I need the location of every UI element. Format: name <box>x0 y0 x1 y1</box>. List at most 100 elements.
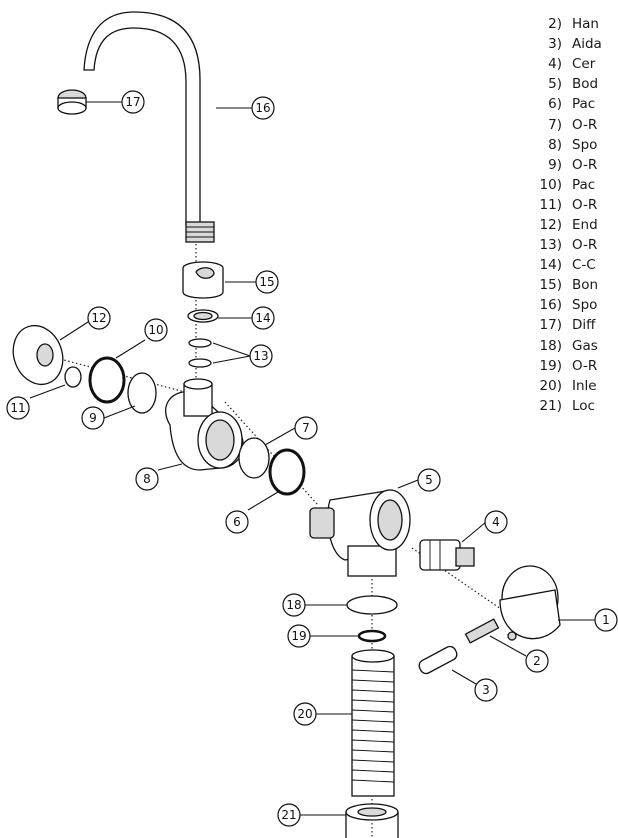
legend-number: 5) <box>548 76 562 93</box>
svg-text:9: 9 <box>89 411 97 425</box>
legend-row: 8) Spo <box>538 135 618 155</box>
callout-17: 17 <box>121 90 145 114</box>
legend-part-name: Han <box>572 16 599 33</box>
svg-text:18: 18 <box>286 598 301 612</box>
legend-part-name: Diff <box>572 317 596 334</box>
legend-row: 16) Spo <box>538 295 618 315</box>
o-ring-9 <box>127 372 157 414</box>
legend-part-name: O-R <box>572 156 598 173</box>
callout-4: 4 <box>484 510 508 534</box>
legend-number: 11) <box>539 196 562 213</box>
legend-number: 2) <box>548 16 562 33</box>
gasket-part <box>346 595 398 615</box>
legend-row: 5) Bod <box>538 74 618 94</box>
legend-part-name: Spo <box>572 297 598 314</box>
legend-part-name: C-C <box>572 257 596 274</box>
legend-row: 6)Pac <box>538 94 618 114</box>
o-ring-19 <box>357 629 387 643</box>
legend-part-name: Cer <box>572 56 596 73</box>
legend-row: 3) Aida <box>538 34 618 54</box>
o-ring-11 <box>64 366 82 388</box>
handle-part <box>499 565 561 641</box>
svg-text:13: 13 <box>253 349 268 363</box>
svg-text:4: 4 <box>492 515 500 529</box>
svg-text:10: 10 <box>148 323 163 337</box>
svg-text:7: 7 <box>302 421 310 435</box>
svg-text:2: 2 <box>533 654 541 668</box>
callout-6: 6 <box>225 510 249 534</box>
legend-number: 3) <box>548 36 562 53</box>
svg-text:21: 21 <box>281 808 296 822</box>
callout-16: 16 <box>251 96 275 120</box>
callout-3: 3 <box>474 678 498 702</box>
lock-nut-part <box>345 803 399 838</box>
legend-part-name: Bon <box>572 277 599 294</box>
legend-part-name: Spo <box>572 136 598 153</box>
legend-part-name: O-R <box>572 237 598 254</box>
set-screw-part <box>464 618 500 644</box>
packing-10 <box>88 356 126 404</box>
callout-9: 9 <box>81 406 105 430</box>
callout-2: 2 <box>525 649 549 673</box>
legend-part-name: Pac <box>572 96 596 113</box>
svg-text:15: 15 <box>259 275 274 289</box>
callout-7: 7 <box>294 416 318 440</box>
legend-row: 17)Diff <box>538 315 618 335</box>
svg-text:6: 6 <box>233 515 241 529</box>
legend-row: 7)O-R <box>538 114 618 134</box>
valve-body-part <box>309 489 411 577</box>
legend-part-name: End <box>572 216 598 233</box>
legend-number: 4) <box>548 56 562 73</box>
callout-18: 18 <box>282 593 306 617</box>
callout-10: 10 <box>144 318 168 342</box>
svg-text:16: 16 <box>255 101 270 115</box>
spout-body-part <box>165 378 244 471</box>
ceramic-cartridge-part <box>419 539 475 571</box>
end-cap-part <box>12 324 64 386</box>
callout-8: 8 <box>135 467 159 491</box>
legend-part-name: Bod <box>572 76 599 93</box>
legend-row: 4) Cer <box>538 54 618 74</box>
legend-row: 21)Loc <box>538 396 618 416</box>
svg-text:14: 14 <box>255 311 270 325</box>
legend-row: 11) O-R <box>538 195 618 215</box>
o-rings-13 <box>188 338 212 368</box>
callout-14: 14 <box>251 306 275 330</box>
svg-text:12: 12 <box>91 311 106 325</box>
legend-part-name: O-R <box>572 196 598 213</box>
legend-number: 10) <box>539 176 562 193</box>
legend-part-name: Aida <box>572 36 602 53</box>
assembly-axes <box>44 236 521 838</box>
legend-row: 12) End <box>538 215 618 235</box>
svg-text:3: 3 <box>482 683 490 697</box>
packing-6 <box>268 448 306 496</box>
callout-11: 11 <box>6 396 30 420</box>
diffuser-part <box>57 89 87 115</box>
legend-number: 12) <box>539 216 562 233</box>
callout-20: 20 <box>293 702 317 726</box>
legend-number: 8) <box>548 136 562 153</box>
legend-number: 20) <box>539 377 562 394</box>
o-ring-7 <box>238 437 270 479</box>
legend-row: 13) O-R <box>538 235 618 255</box>
leader-lines <box>29 101 596 816</box>
legend-number: 15) <box>539 277 562 294</box>
svg-text:20: 20 <box>297 707 312 721</box>
svg-text:19: 19 <box>291 629 306 643</box>
legend-number: 9) <box>548 156 562 173</box>
legend-row: 18)Gas <box>538 336 618 356</box>
callout-21: 21 <box>277 803 301 827</box>
legend-row: 20)Inle <box>538 376 618 396</box>
legend-number: 16) <box>539 297 562 314</box>
legend-part-name: Loc <box>572 397 595 414</box>
legend-number: 7) <box>548 116 562 133</box>
legend-part-name: O-R <box>572 357 598 374</box>
legend-number: 13) <box>539 237 562 254</box>
callout-5: 5 <box>417 468 441 492</box>
legend-row: 14)C-C <box>538 255 618 275</box>
legend-row: 2) Han <box>538 14 618 34</box>
legend-row: 15) Bon <box>538 275 618 295</box>
callout-12: 12 <box>87 306 111 330</box>
inlet-shank-part <box>351 649 395 797</box>
svg-text:11: 11 <box>10 401 25 415</box>
